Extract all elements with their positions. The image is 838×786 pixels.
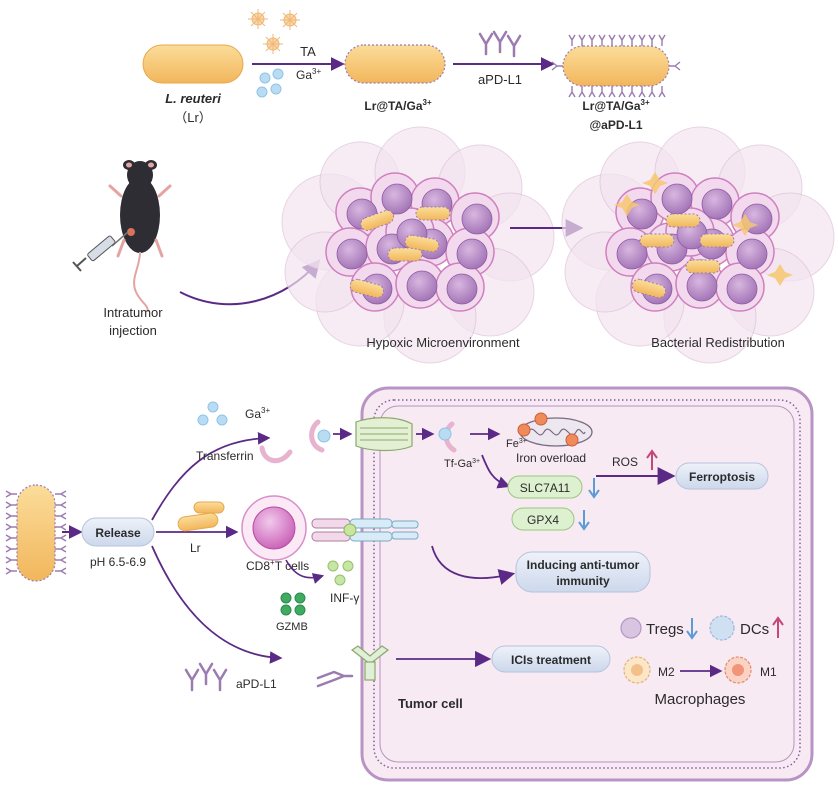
immunity-badge: Inducing anti-tumor immunity [515,551,651,593]
tregs-label: Tregs [646,621,684,638]
product1-label: Lr@TA/Ga3+ [364,98,432,113]
inf-gamma-icon [327,560,354,586]
inf-arrow [285,559,325,584]
branch-arrow-ga [151,432,271,521]
released-bacterium [5,484,67,582]
m2-label: M2 [658,665,675,679]
dc-icon [709,615,735,641]
cd8-t-cell-icon [241,495,307,561]
tumor-cell-label: Tumor cell [398,696,463,711]
release-label: Release [95,526,141,540]
immunity-line2: immunity [556,574,610,588]
lr-ta-ga-bacterium [344,44,446,84]
intracellular-tf-ga-icon [438,421,457,453]
release-badge: Release [81,517,155,547]
gpx4-label: GPX4 [527,513,559,527]
ici-badge: ICIs treatment [491,645,611,673]
dcs-label: DCs [740,621,769,638]
gzmb-icon [280,592,306,616]
redistributed-tumor [561,126,835,364]
lr-abbr: （Lr） [174,110,212,125]
transferrin-label: Transferrin [196,449,254,463]
m1-macrophage-icon [724,656,752,684]
ros-up-arrow-icon [646,449,658,470]
tcr-mhc-interaction-icon [311,518,419,542]
ici-label: ICIs treatment [511,653,591,667]
m1-label: M1 [760,665,777,679]
tregs-down-arrow-icon [686,618,698,640]
product2-line1: Lr@TA/Ga3+ [582,98,650,113]
lr-label: Lr [190,541,201,555]
mitochondrion-icon [517,412,593,447]
m2-macrophage-icon [623,656,651,684]
tf-ga-complex-icon [309,419,331,453]
step1-reagent-a: TA [300,44,316,59]
ph-label: pH 6.5-6.9 [90,555,146,569]
lr-small-icon-2 [193,501,225,514]
mouse-icon [108,160,172,313]
lr-ta-ga-apdl1-bacterium [551,34,681,98]
gzmb-label: GZMB [276,621,308,633]
ferroptosis-label: Ferroptosis [689,470,755,484]
lr-small-icon [177,512,219,532]
inf-label: INF-γ [330,591,359,605]
injection-label-line2: injection [109,323,157,338]
slc-label: SLC7A11 [520,481,571,495]
syringe-icon [72,231,129,272]
gpx4-badge: GPX4 [511,507,575,531]
iron-overload-label: Iron overload [516,451,586,465]
fe-label: Fe3+ [506,438,527,450]
apdl1-label: aPD-L1 [236,677,277,691]
pd-l1-binding-icon [316,645,390,688]
ga-label: Ga3+ [245,406,270,421]
product2-line2: @aPD-L1 [589,118,642,132]
dcs-up-arrow-icon [772,616,784,638]
to-immunity-arrow [431,545,516,585]
macrophages-label: Macrophages [655,691,746,708]
slc-down-arrow-icon [588,478,600,499]
treg-icon [620,617,642,639]
tf-ga-label: Tf-Ga3+ [444,458,480,470]
hypoxic-tumor [281,126,555,364]
immunity-line1: Inducing anti-tumor [527,558,640,572]
lr-bacterium [142,44,244,84]
branch-arrow-apdl1 [151,545,283,664]
ta-particles-icon [248,9,300,54]
hypoxic-label: Hypoxic Microenvironment [366,335,520,350]
lr-name: L. reuteri [165,91,221,106]
redistribution-label: Bacterial Redistribution [651,335,785,350]
ros-label: ROS [612,455,638,469]
ga-ion-icon [256,68,284,98]
cd8-label: CD8+T cells [246,558,309,573]
injection-label-line1: Intratumor [103,305,163,320]
step2-reagent: aPD-L1 [478,72,522,87]
ferroptosis-badge: Ferroptosis [675,462,769,490]
to-slc-arrow [481,454,511,489]
transferrin-icon [259,445,293,464]
transferrin-receptor-icon [355,417,413,452]
gpx4-down-arrow-icon [578,510,590,531]
antibody-icon [478,30,522,58]
apdl1-antibody-icon [184,662,228,692]
step1-reagent-b: Ga3+ [296,67,321,82]
slc7a11-badge: SLC7A11 [507,475,583,499]
ga-ion-cluster-icon [197,401,228,426]
